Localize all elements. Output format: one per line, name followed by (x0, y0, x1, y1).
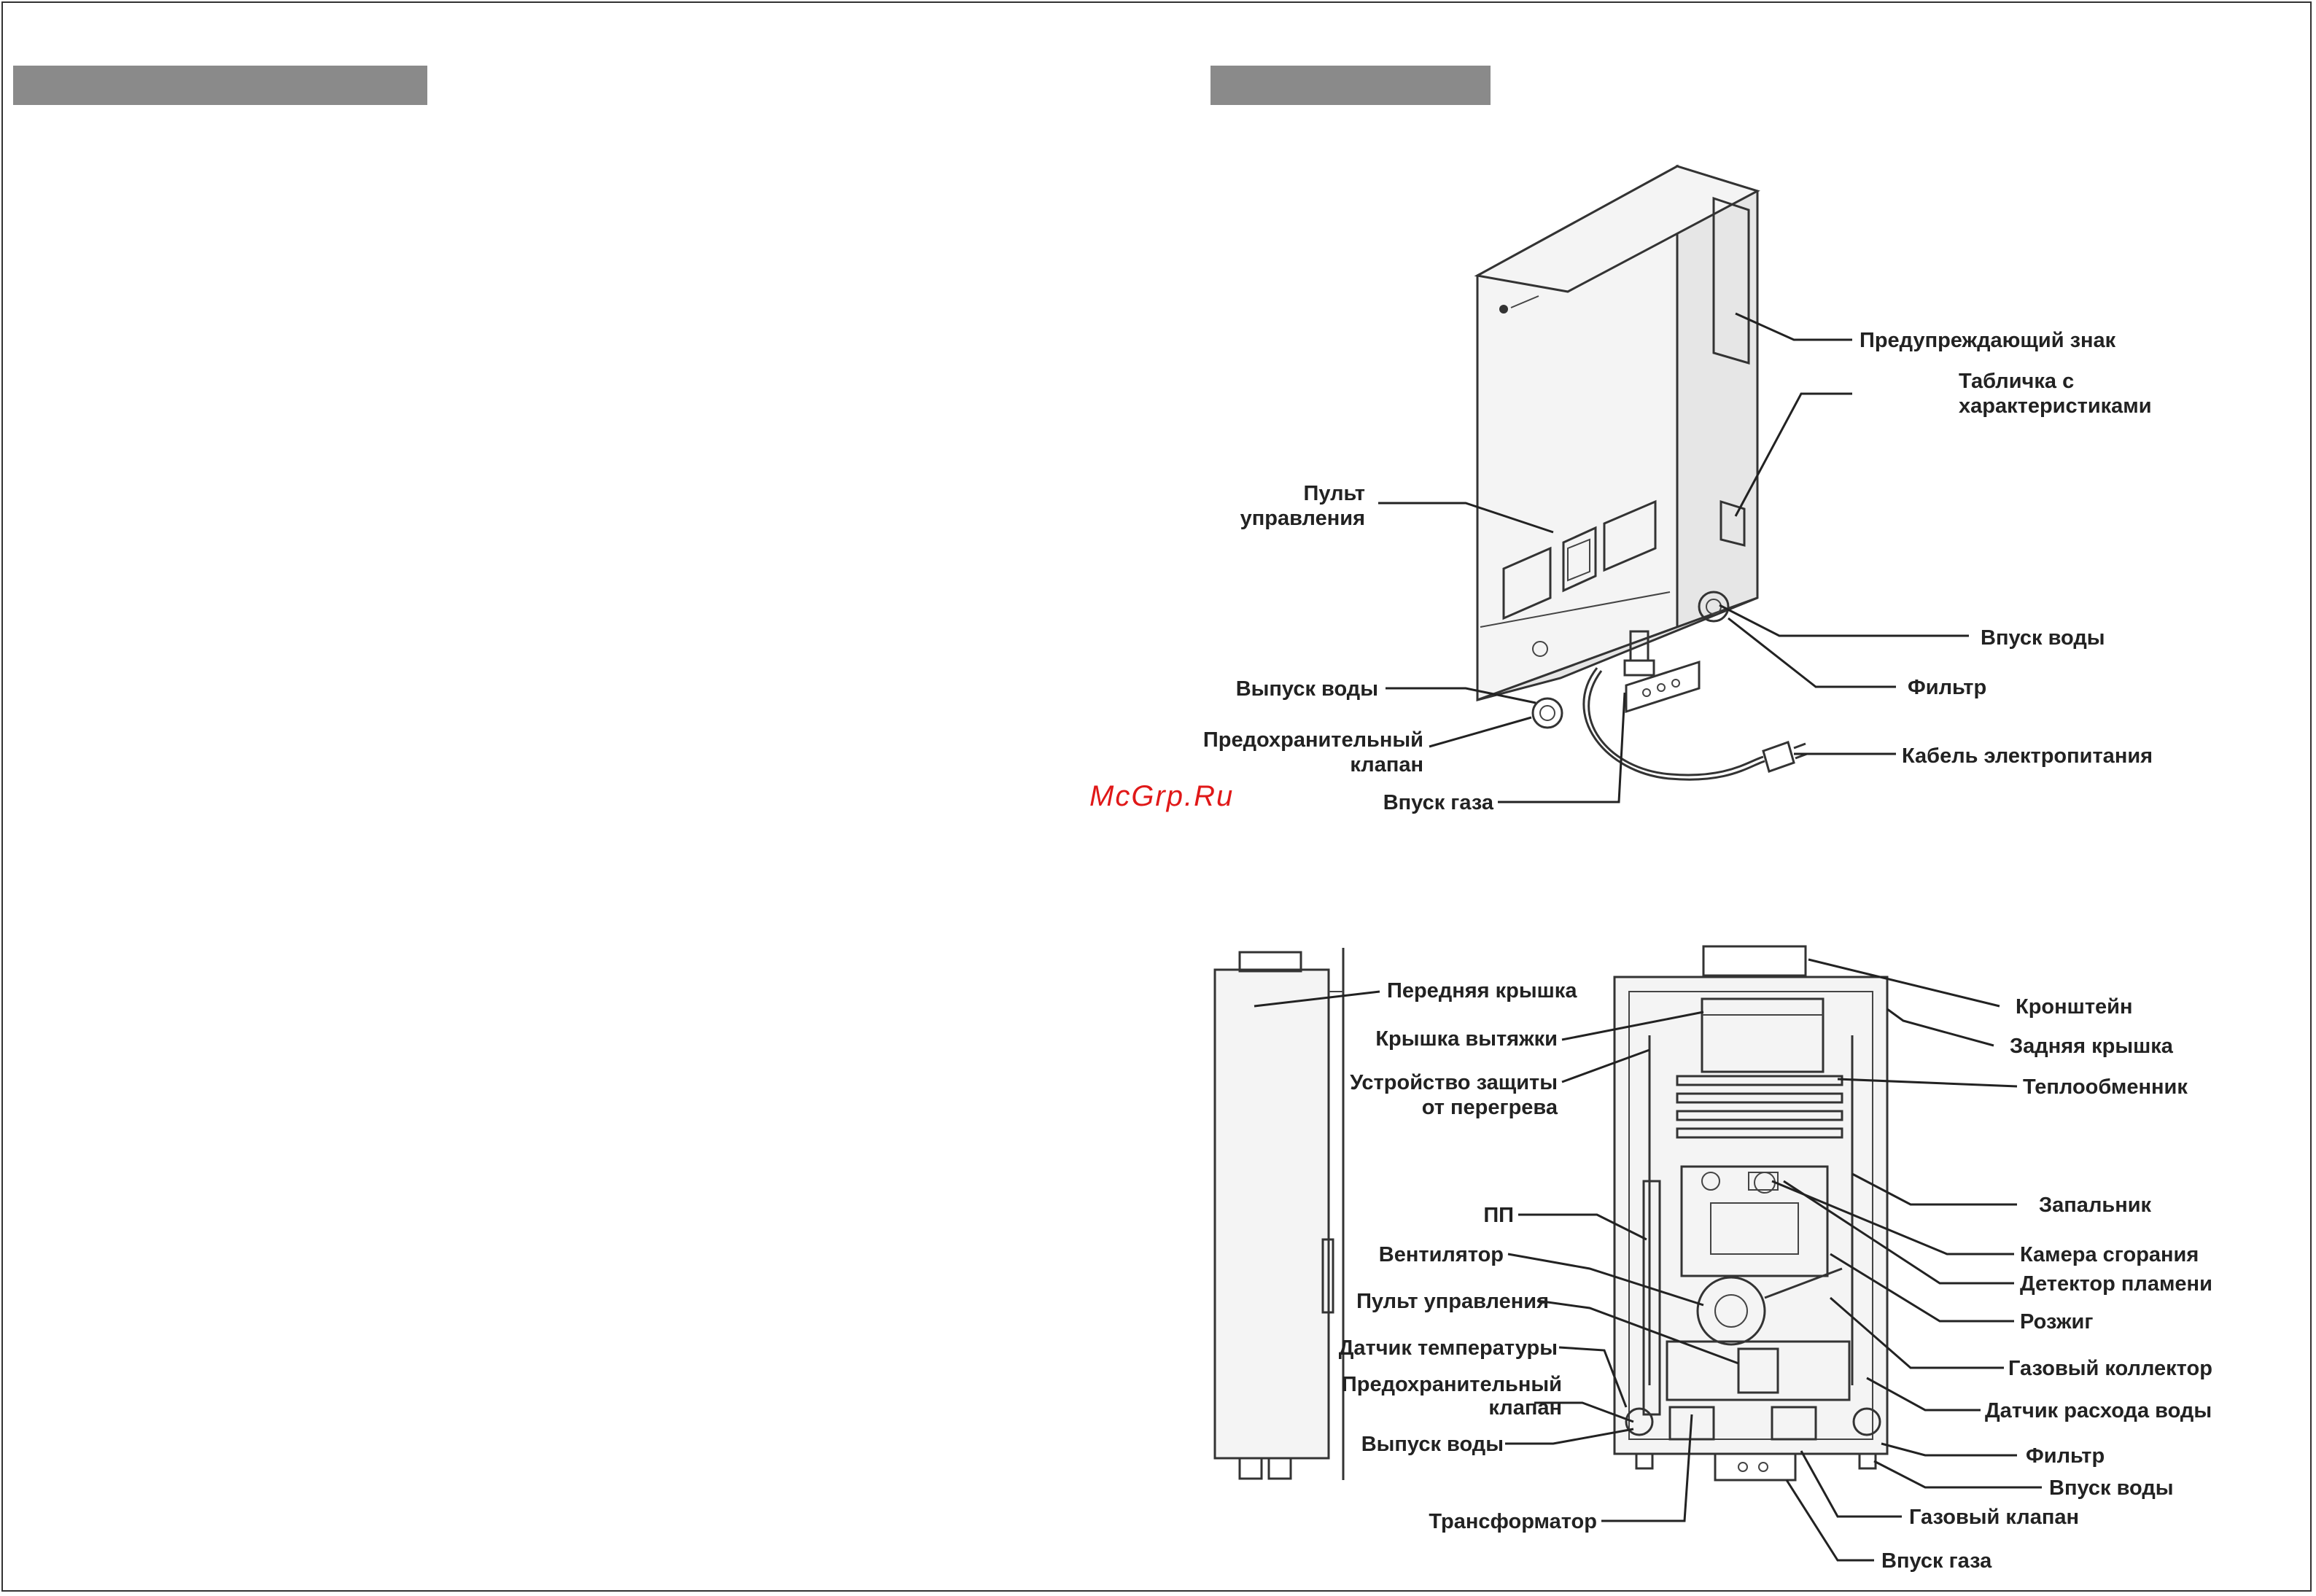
label-gas-manifold: Газовый коллектор (2008, 1357, 2212, 1380)
heater-internal-drawing (1613, 945, 1889, 1482)
label-safety-valve-line1: Предохранительный (1342, 1373, 1562, 1396)
bottom-labels: Передняя крышка Крышка вытяжки Устройств… (1339, 979, 2212, 1573)
label-overheat-line1: Устройство защиты (1350, 1071, 1558, 1094)
label-gas-inlet: Впуск газа (1383, 791, 1494, 814)
label-flame-detector: Детектор пламени (2020, 1272, 2212, 1296)
label-heat-exchanger: Теплообменник (2023, 1075, 2188, 1099)
label-rating-plate-line1: Табличка с (1959, 370, 2074, 393)
label-water-outlet: Выпуск воды (1236, 677, 1378, 701)
label-filter: Фильтр (2026, 1444, 2105, 1468)
label-water-inlet: Впуск воды (2049, 1476, 2174, 1500)
section-header-bar-right (1211, 66, 1491, 105)
label-filter: Фильтр (1908, 676, 1986, 699)
label-rating-plate-line2: характеристиками (1959, 394, 2152, 418)
label-control-panel-line1: Пульт (1304, 482, 1366, 505)
label-safety-valve-line2: клапан (1350, 753, 1423, 776)
label-transformer: Трансформатор (1429, 1510, 1597, 1533)
label-overheat-line2: от перегрева (1422, 1096, 1558, 1119)
label-flow-sensor: Датчик расхода воды (1985, 1399, 2212, 1422)
label-control-panel-line2: управления (1240, 507, 1365, 530)
heater-exterior-drawing (1474, 164, 1808, 781)
label-gas-inlet: Впуск газа (1881, 1549, 1992, 1573)
label-combustion-chamber: Камера сгорания (2020, 1243, 2199, 1266)
label-back-cover: Задняя крышка (2010, 1035, 2174, 1058)
top-labels: Предупреждающий знак Табличка с характер… (1203, 329, 2153, 814)
label-fan: Вентилятор (1379, 1243, 1504, 1266)
label-warning-sign: Предупреждающий знак (1860, 329, 2116, 352)
section-header-bar-left (13, 66, 427, 105)
label-pp: ПП (1483, 1204, 1514, 1227)
label-front-cover: Передняя крышка (1387, 979, 1577, 1003)
label-safety-valve-line2: клапан (1488, 1396, 1562, 1420)
label-temp-sensor: Датчик температуры (1339, 1336, 1558, 1360)
label-gas-valve: Газовый клапан (1909, 1506, 2079, 1529)
label-water-outlet: Выпуск воды (1361, 1433, 1504, 1456)
heater-side-view-drawing (1213, 948, 1345, 1480)
watermark: McGrp.Ru (1089, 780, 1235, 812)
label-power-cable: Кабель электропитания (1902, 744, 2153, 768)
label-safety-valve-line1: Предохранительный (1203, 728, 1423, 752)
label-control-panel: Пульт управления (1356, 1290, 1549, 1313)
label-bracket: Кронштейн (2016, 995, 2133, 1019)
label-ignition: Розжиг (2020, 1310, 2093, 1334)
label-exhaust-cover: Крышка вытяжки (1375, 1027, 1558, 1051)
label-pilot: Запальник (2039, 1194, 2152, 1217)
top-leader-lines (1378, 312, 1969, 803)
bottom-leader-lines (1254, 958, 2042, 1562)
label-water-inlet: Впуск воды (1981, 626, 2105, 650)
